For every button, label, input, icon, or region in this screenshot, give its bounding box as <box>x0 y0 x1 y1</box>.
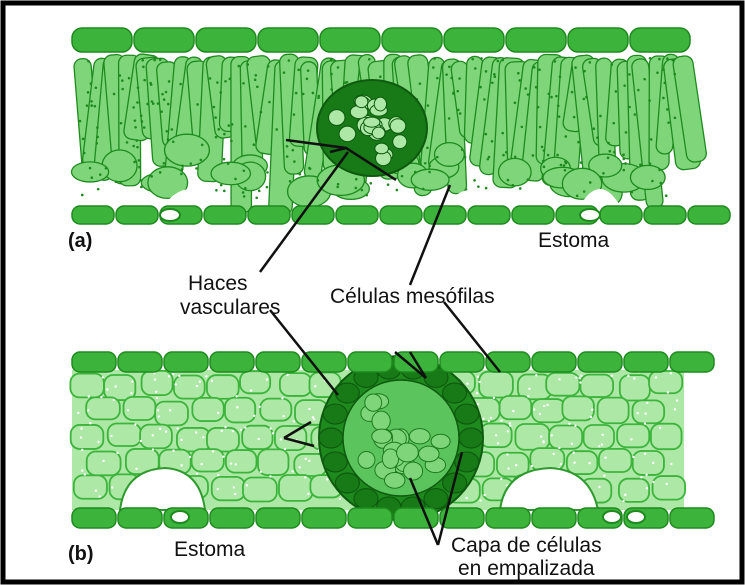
panel-b-cross-section <box>70 352 714 528</box>
capa-celulas-label-line1: Capa de células <box>451 534 602 558</box>
estoma-label-top: Estoma <box>538 229 609 253</box>
panel-a-vascular-bundle <box>317 80 427 176</box>
panel-a-upper-epidermis <box>72 28 690 52</box>
capa-celulas-label-line2: en empalizada <box>458 557 595 581</box>
panel-a-label: (a) <box>68 229 92 253</box>
estoma-label-bottom: Estoma <box>174 538 245 562</box>
haces-vasculares-label-line2: vasculares <box>180 296 280 320</box>
haces-vasculares-label-line1: Haces <box>188 272 248 296</box>
panel-a-lower-epidermis <box>72 206 730 224</box>
panel-b-vascular-bundle <box>319 356 483 520</box>
celulas-mesofilas-label: Células mesófilas <box>330 285 495 309</box>
panel-a-cross-section <box>71 28 730 224</box>
panel-b-label: (b) <box>68 542 94 566</box>
